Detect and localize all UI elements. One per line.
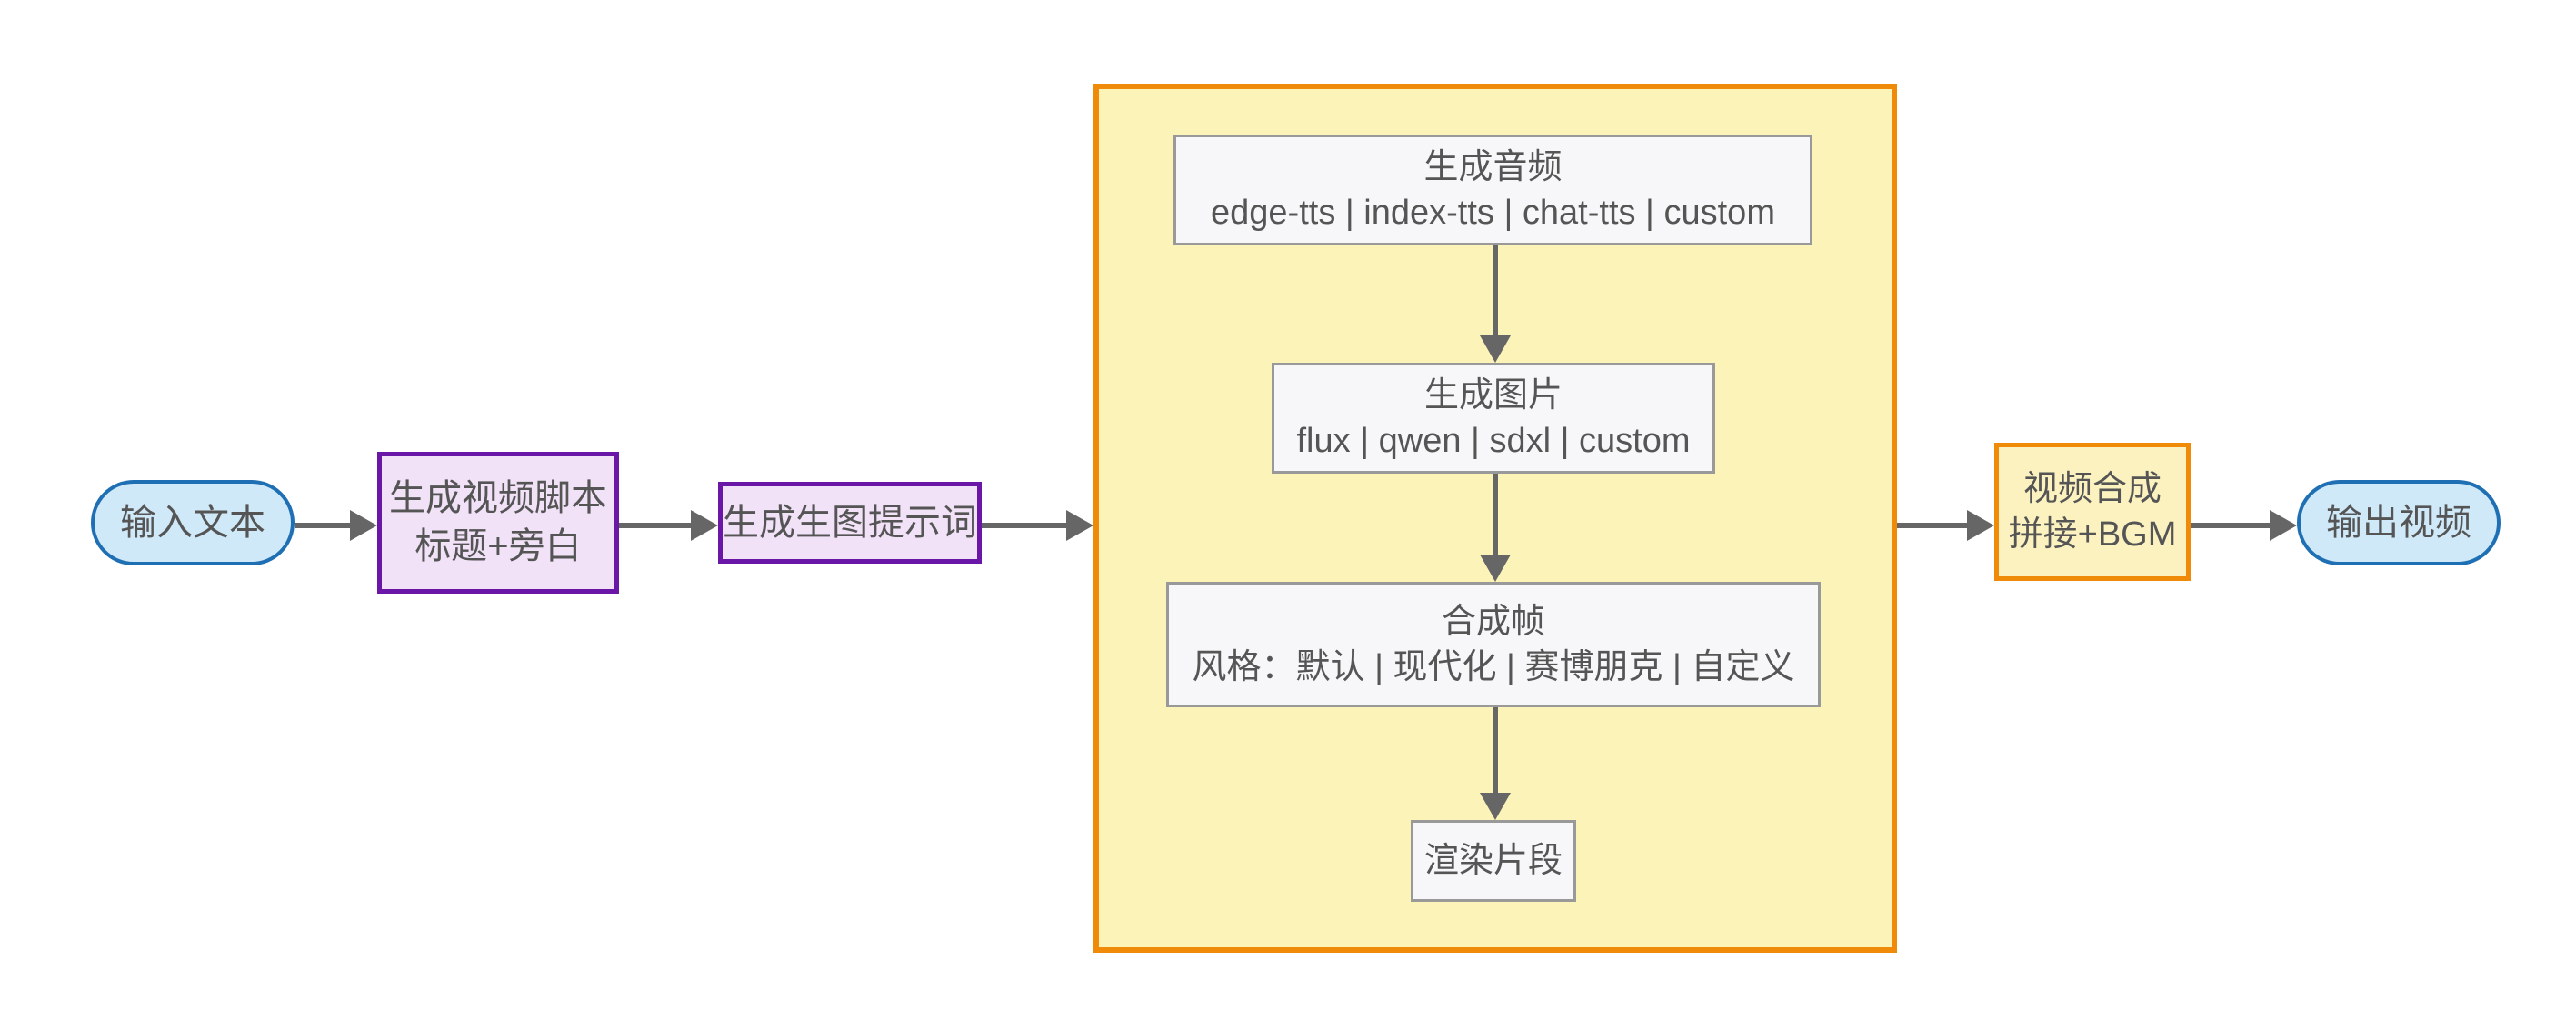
node-compose-frame[interactable]: 合成帧 风格：默认 | 现代化 | 赛博朋克 | 自定义 <box>1166 582 1821 707</box>
node-input-text-label: 输入文本 <box>120 502 265 543</box>
node-generate-audio-line2: edge-tts | index-tts | chat-tts | custom <box>1211 194 1775 232</box>
node-generate-prompt-label: 生成生图提示词 <box>723 502 977 543</box>
node-output-video-label: 输出视频 <box>2326 502 2471 543</box>
edge-audio-to-image <box>1480 245 1511 363</box>
edge-image-to-frame <box>1480 474 1511 582</box>
edge-merge-to-output <box>2191 510 2297 541</box>
edge-script-to-prompt <box>619 510 718 541</box>
node-compose-frame-line1: 合成帧 <box>1441 602 1545 641</box>
node-generate-prompt[interactable]: 生成生图提示词 <box>718 482 982 564</box>
node-generate-image-line2: flux | qwen | sdxl | custom <box>1296 422 1691 460</box>
node-render-clip[interactable]: 渲染片段 <box>1411 820 1576 902</box>
node-video-merge-line1: 视频合成 <box>2022 469 2162 508</box>
node-video-merge[interactable]: 视频合成 拼接+BGM <box>1994 443 2191 581</box>
node-video-merge-line2: 拼接+BGM <box>2008 515 2177 554</box>
node-generate-image-line1: 生成图片 <box>1423 375 1563 415</box>
edge-subgraph-to-merge <box>1897 510 1994 541</box>
node-generate-image[interactable]: 生成图片 flux | qwen | sdxl | custom <box>1272 363 1715 474</box>
node-render-clip-label: 渲染片段 <box>1423 841 1563 880</box>
node-generate-audio[interactable]: 生成音频 edge-tts | index-tts | chat-tts | c… <box>1173 135 1812 245</box>
node-generate-audio-line1: 生成音频 <box>1423 147 1563 186</box>
edge-input-to-script <box>295 510 377 541</box>
node-input-text[interactable]: 输入文本 <box>91 480 295 565</box>
node-compose-frame-line2: 风格：默认 | 现代化 | 赛博朋克 | 自定义 <box>1192 648 1795 686</box>
node-generate-script-line2: 标题+旁白 <box>414 526 582 566</box>
edge-frame-to-render <box>1480 707 1511 820</box>
node-generate-script-line1: 生成视频脚本 <box>389 478 607 519</box>
node-generate-script[interactable]: 生成视频脚本 标题+旁白 <box>377 452 619 594</box>
edge-prompt-to-subgraph <box>982 510 1093 541</box>
node-output-video[interactable]: 输出视频 <box>2297 480 2501 565</box>
